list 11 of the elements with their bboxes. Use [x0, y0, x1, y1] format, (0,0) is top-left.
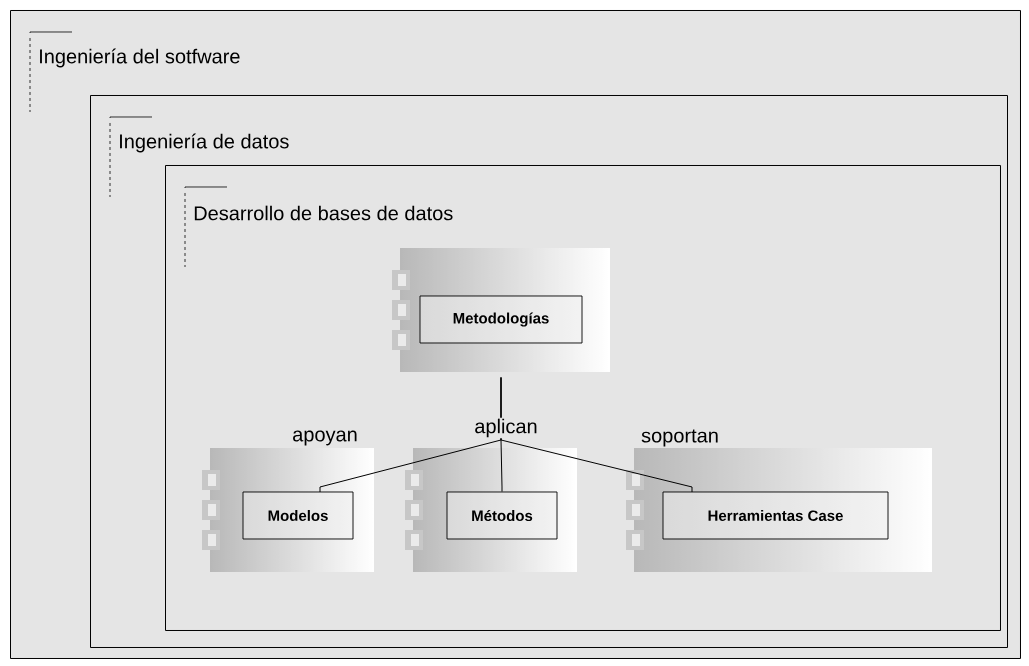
edge-label: apoyan — [293, 430, 357, 446]
component-box: Metodologías — [392, 270, 583, 350]
connector-line — [500, 376, 693, 493]
component-box: Modelos — [202, 470, 354, 550]
package-title: Ingeniería del sotfware — [40, 48, 240, 68]
component-box: Herramientas Case — [626, 470, 889, 550]
component-box: Métodos — [405, 470, 558, 550]
package-title: Ingeniería de datos — [120, 133, 289, 153]
edge-label: soportan — [641, 429, 718, 447]
edge-label: aplican — [475, 418, 537, 438]
package-title: Desarrollo de bases de datos — [194, 205, 453, 221]
